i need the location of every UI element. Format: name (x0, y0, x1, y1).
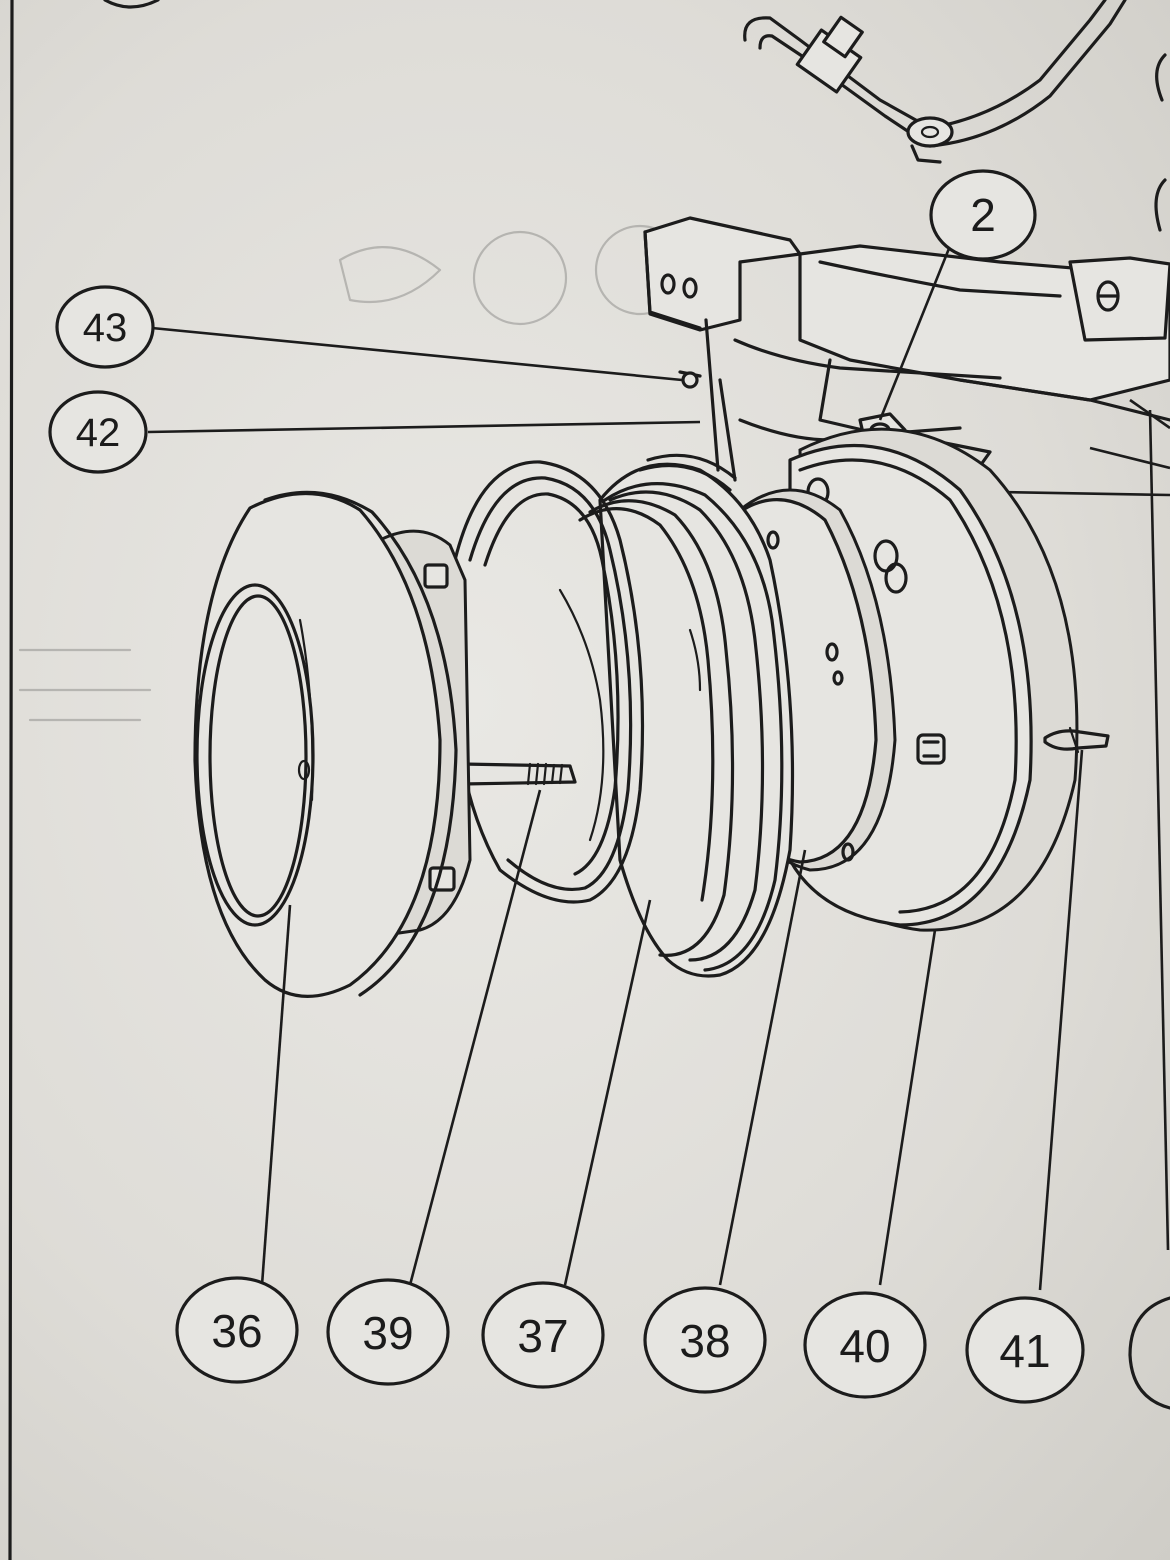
callout-38: 38 (643, 1286, 767, 1394)
part-36-drum-cover (193, 490, 472, 998)
callout-43-label: 43 (83, 306, 128, 350)
callout-42: 42 (48, 390, 148, 474)
partial-callout-top-left (103, 0, 160, 9)
callout-41: 41 (965, 1296, 1085, 1404)
callout-36: 36 (175, 1276, 299, 1384)
callout-39-label: 39 (362, 1307, 413, 1359)
page-border (8, 0, 14, 1560)
pipe-clamp-assembly (743, 0, 1127, 164)
callout-38-label: 38 (679, 1315, 730, 1367)
axle-bracket-frame (643, 53, 1170, 482)
callout-36-label: 36 (211, 1305, 262, 1357)
callout-2: 2 (929, 169, 1037, 261)
callout-40-label: 40 (839, 1320, 890, 1372)
part-39-gasket-ring (453, 460, 645, 904)
callout-39: 39 (326, 1278, 450, 1386)
callout-37-label: 37 (517, 1310, 568, 1362)
faded-background-print (18, 224, 686, 722)
callout-41-label: 41 (999, 1325, 1050, 1377)
leader-lines (147, 245, 1084, 1291)
callout-37: 37 (481, 1281, 605, 1389)
callout-40: 40 (803, 1291, 927, 1399)
part-37-bellows-boot (578, 453, 795, 978)
partial-callout-right (1128, 1296, 1170, 1410)
callout-42-label: 42 (76, 411, 121, 455)
callout-2-label: 2 (970, 189, 996, 241)
right-leader-lines (999, 398, 1170, 1251)
callout-43: 43 (55, 285, 155, 369)
